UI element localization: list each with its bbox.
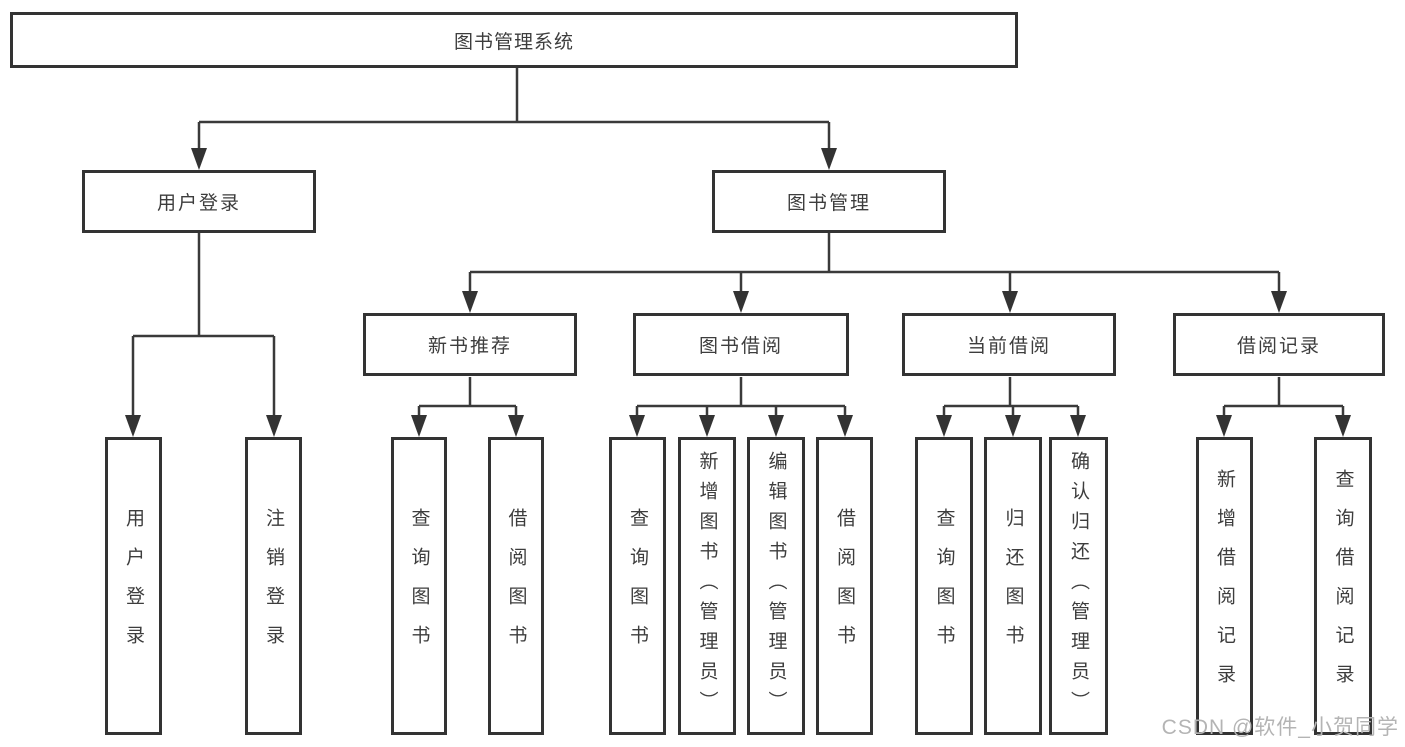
leaf-logout: 注销登录: [245, 437, 302, 735]
leaf-label: 编辑图书（管理员）: [765, 451, 787, 721]
csdn-watermark: CSDN @软件_小贺同学: [1161, 716, 1399, 739]
leaf-label: 新增图书（管理员）: [696, 451, 718, 721]
node-label: 新书推荐: [427, 336, 512, 357]
leaf-return-books: 归还图书: [984, 437, 1042, 735]
leaf-label: 用户登录: [123, 508, 144, 664]
leaf-label: 查询图书: [627, 508, 648, 664]
arrowhead-icons: [125, 148, 1351, 437]
leaf-add-books-admin: 新增图书（管理员）: [678, 437, 736, 735]
leaf-label: 确认归还（管理员）: [1068, 451, 1089, 721]
node-label: 图书管理系统: [453, 31, 574, 53]
node-book-management: 图书管理: [712, 170, 946, 233]
leaf-search-books-recommend: 查询图书: [391, 437, 447, 735]
leaf-label: 查询借阅记录: [1332, 469, 1354, 703]
leaf-search-books-borrowing: 查询图书: [609, 437, 666, 735]
leaf-edit-books-admin: 编辑图书（管理员）: [747, 437, 805, 735]
leaf-borrow-books: 借阅图书: [816, 437, 873, 735]
node-label: 借阅记录: [1236, 336, 1321, 357]
leaf-add-borrowing-record: 新增借阅记录: [1196, 437, 1253, 735]
node-label: 当前借阅: [966, 336, 1051, 357]
leaf-search-borrowing-record: 查询借阅记录: [1314, 437, 1372, 735]
node-current-borrowing: 当前借阅: [902, 313, 1116, 376]
leaf-user-login: 用户登录: [105, 437, 162, 735]
node-label: 图书管理: [786, 193, 871, 214]
leaf-label: 查询图书: [933, 508, 955, 664]
leaf-label: 查询图书: [408, 508, 430, 664]
leaf-label: 借阅图书: [505, 508, 527, 664]
node-book-borrowing: 图书借阅: [633, 313, 849, 376]
leaf-label: 归还图书: [1002, 508, 1024, 664]
node-library-management-system: 图书管理系统: [10, 12, 1018, 68]
leaf-confirm-return-admin: 确认归还（管理员）: [1049, 437, 1108, 735]
node-user-login: 用户登录: [82, 170, 316, 233]
leaf-label: 注销登录: [263, 508, 284, 664]
node-borrowing-records: 借阅记录: [1173, 313, 1385, 376]
leaf-label: 借阅图书: [834, 508, 855, 664]
node-label: 用户登录: [156, 193, 241, 214]
leaf-borrow-books-recommend: 借阅图书: [488, 437, 544, 735]
node-new-book-recommendation: 新书推荐: [363, 313, 577, 376]
leaf-label: 新增借阅记录: [1214, 469, 1235, 703]
node-label: 图书借阅: [698, 336, 783, 357]
leaf-search-books-current: 查询图书: [915, 437, 973, 735]
